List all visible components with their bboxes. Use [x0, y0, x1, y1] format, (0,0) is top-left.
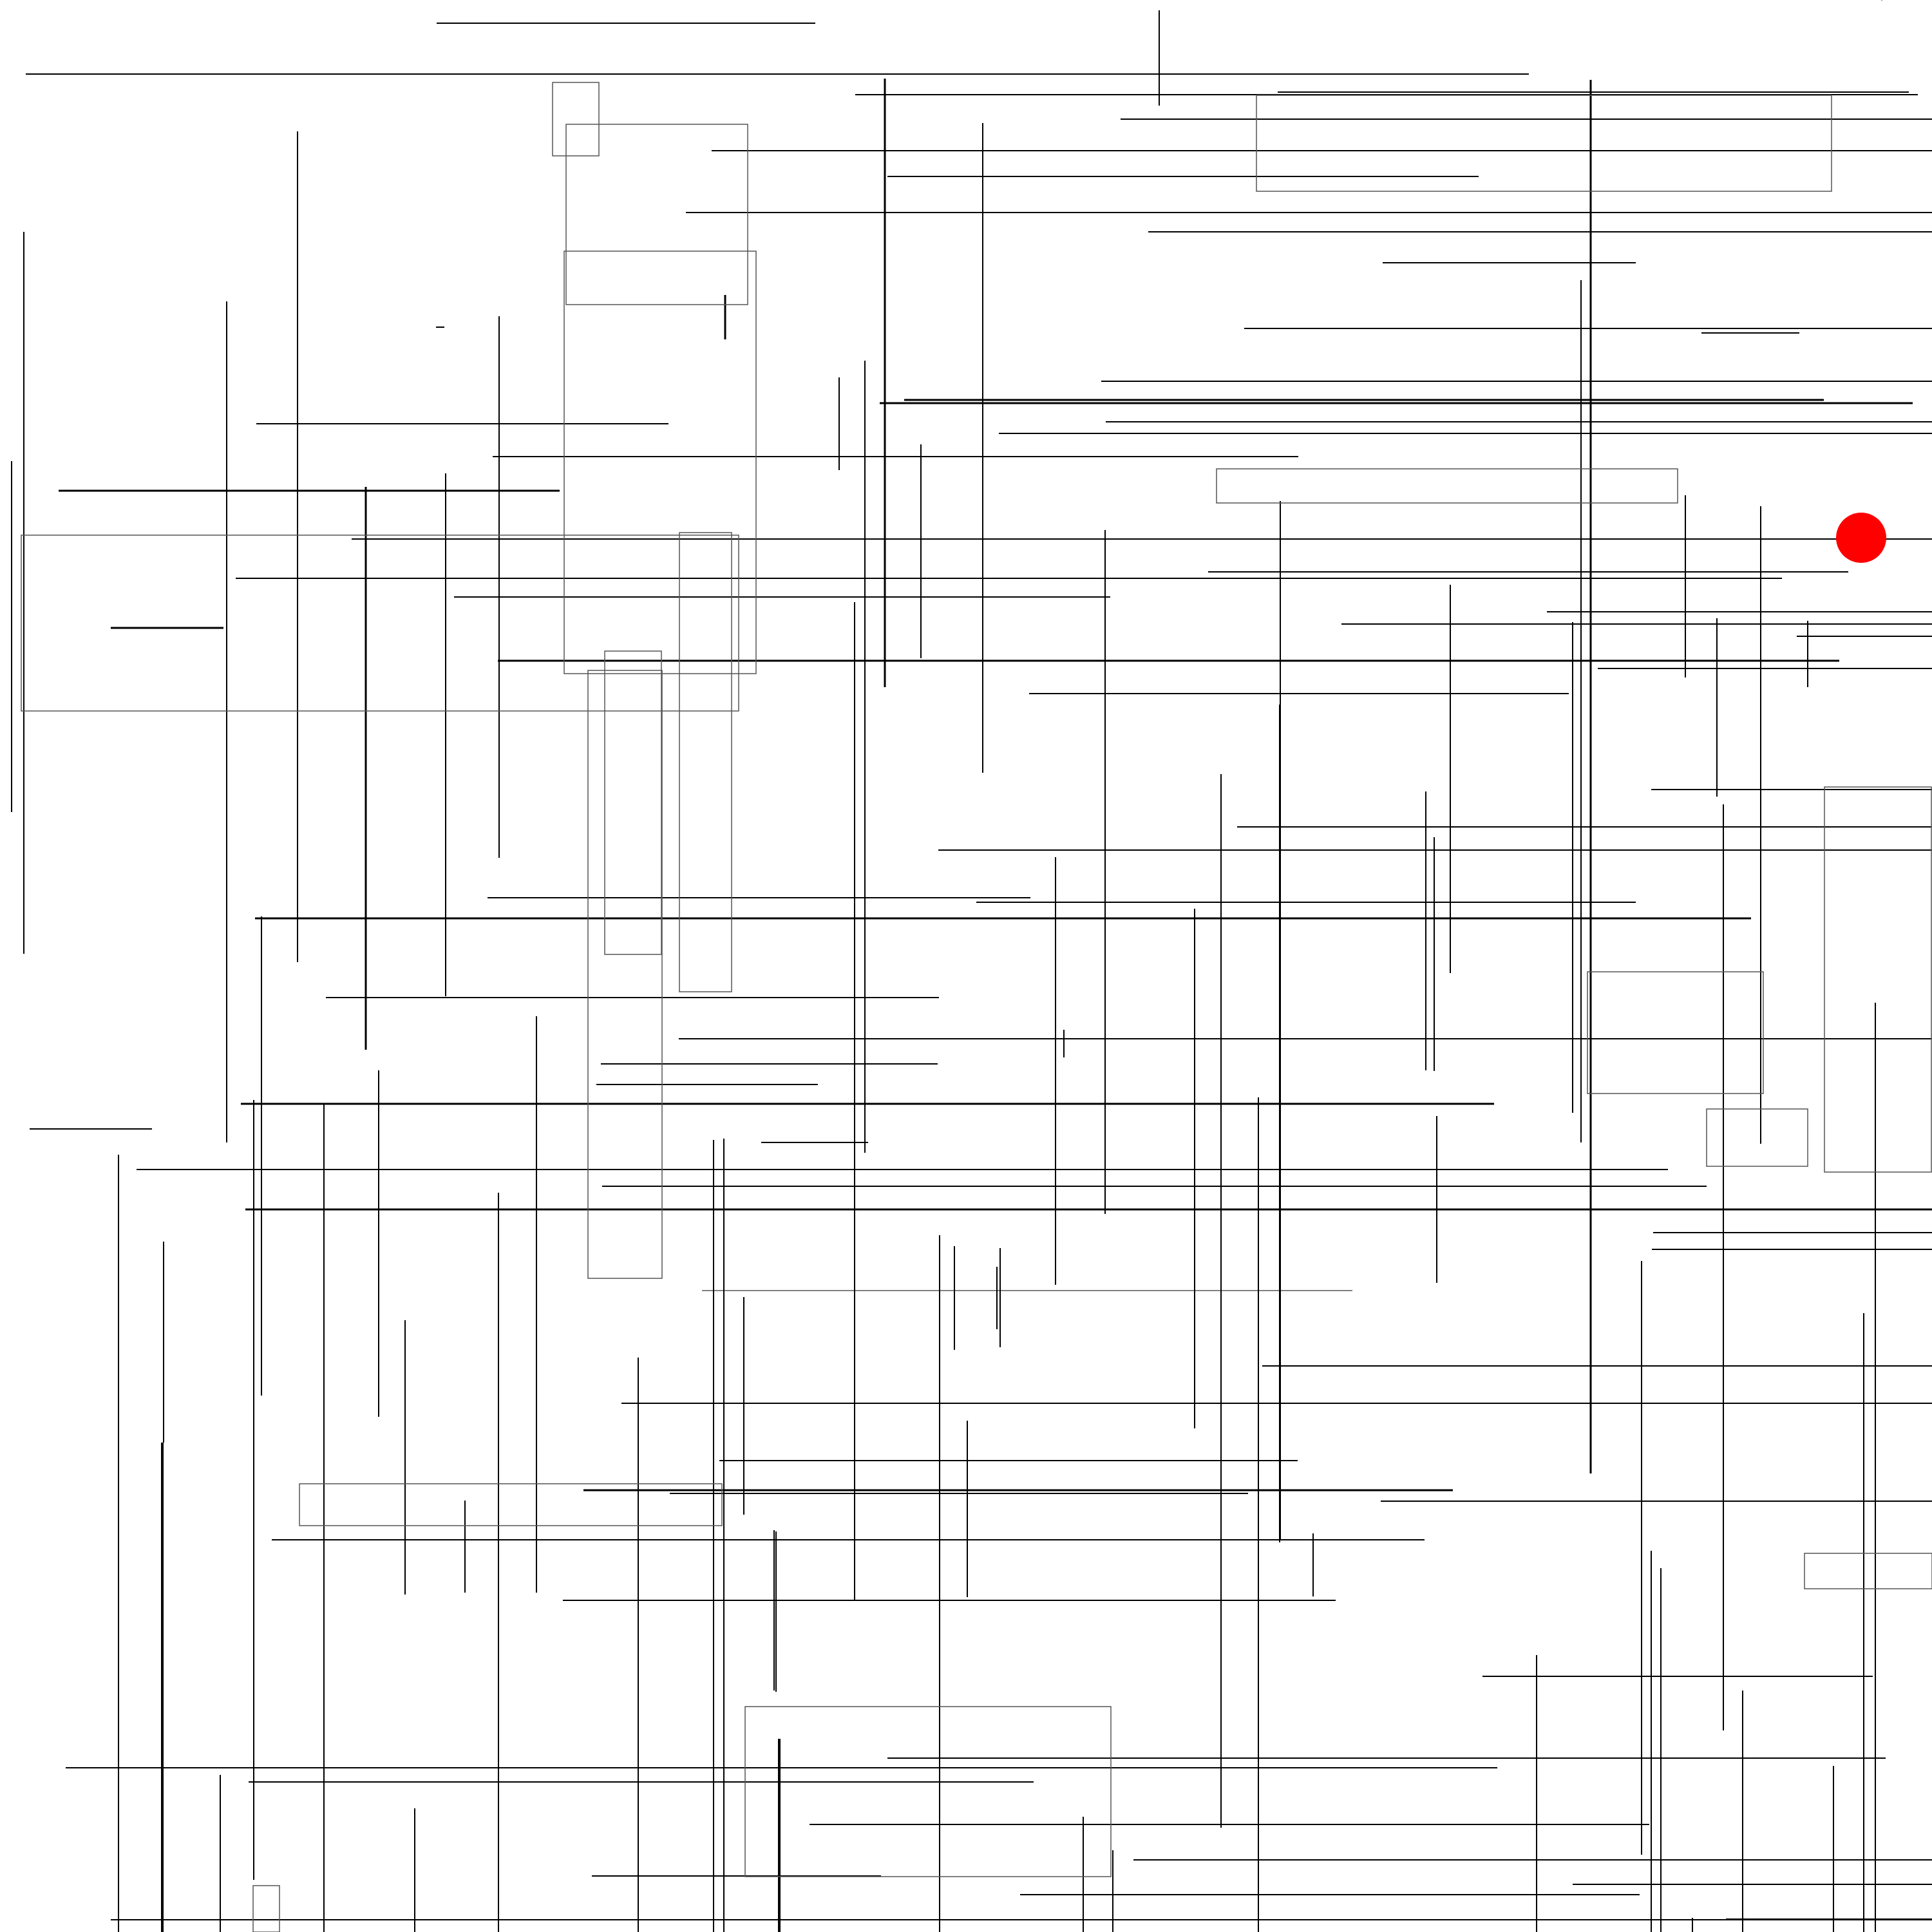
outline-rectangle: [1216, 468, 1678, 504]
outline-rectangle: [1804, 1553, 1932, 1589]
red-dot-marker: [1836, 513, 1886, 563]
outline-rectangle: [1256, 95, 1832, 192]
outline-rectangles-group: [21, 82, 1932, 1932]
outline-rectangle: [252, 1885, 280, 1932]
outline-rectangle: [564, 251, 757, 674]
markers-group: [1836, 513, 1886, 563]
outline-rectangle: [744, 1706, 1112, 1877]
vertical-lines-group: [11, 0, 1882, 1932]
outline-rectangle: [604, 650, 662, 955]
outline-rectangle: [1587, 971, 1764, 1094]
outline-rectangle: [565, 124, 748, 305]
outline-rectangle: [1706, 1108, 1808, 1167]
outline-rectangle: [587, 670, 663, 1279]
outline-rectangle: [21, 535, 739, 712]
outline-rectangle: [679, 532, 732, 992]
outline-rectangle: [552, 82, 600, 156]
outline-rectangle: [299, 1483, 723, 1526]
outline-rectangle: [1824, 786, 1932, 1173]
